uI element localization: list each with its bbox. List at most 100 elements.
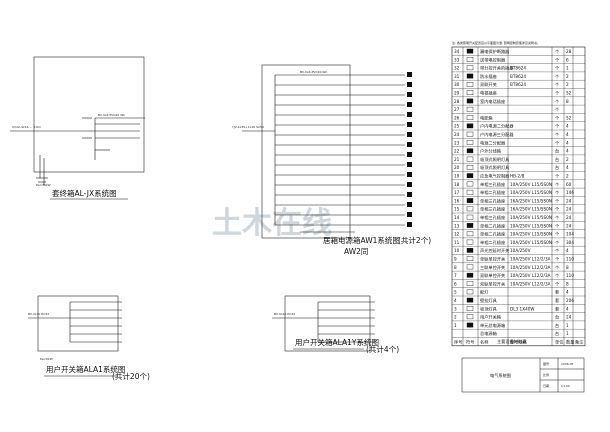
title-block bbox=[461, 357, 585, 393]
equipment-table-cell: 吸顶式照明灯具 bbox=[480, 156, 510, 163]
equipment-table-cell: 28 bbox=[454, 99, 460, 104]
equipment-table-cell: 25 bbox=[454, 124, 460, 129]
diagram-ala1y-count: (共计4个) bbox=[366, 344, 399, 354]
equipment-table-cell: 台 bbox=[555, 148, 559, 155]
equipment-table-cell: 个 bbox=[555, 265, 560, 270]
equipment-table-cell: 19 bbox=[454, 174, 460, 179]
equipment-table-header-cell: 数量 bbox=[566, 339, 574, 346]
equipment-table-cell: DL3 1X40W bbox=[510, 306, 535, 311]
equipment-table-cell: 7 bbox=[454, 273, 457, 278]
diagram-ala1 bbox=[28, 295, 122, 352]
equipment-table-cell: 套 bbox=[555, 297, 560, 304]
equipment-table-cell: 单元总电源箱 bbox=[480, 322, 505, 329]
equipment-symbol-icon bbox=[466, 48, 474, 54]
equipment-symbol-icon bbox=[466, 148, 474, 154]
equipment-symbol-icon bbox=[466, 322, 474, 328]
equipment-table-cell: 24 bbox=[566, 315, 572, 320]
equipment-table-cell: 用户开关箱 bbox=[480, 314, 501, 321]
equipment-table-cell: 1 bbox=[566, 331, 569, 336]
equipment-table-cell: 6 bbox=[454, 281, 457, 286]
equipment-table-cell: 声光控延时开关 bbox=[480, 247, 509, 254]
equipment-table-cell: 单联单控开关 bbox=[480, 256, 505, 263]
equipment-table-cell: 个 bbox=[555, 57, 560, 62]
equipment-table-cell: 户内电源二分配器 bbox=[480, 123, 514, 130]
equipment-table-cell: 电源二分配器 bbox=[480, 139, 506, 146]
equipment-table-cell: 146 bbox=[566, 190, 574, 195]
equipment-symbol-icon bbox=[466, 73, 474, 79]
equipment-table-cell: 单相二孔插座 bbox=[480, 231, 505, 238]
equipment-table-cell: 送带电控制器 bbox=[480, 56, 506, 63]
equipment-table-cell: 32 bbox=[454, 66, 460, 71]
equipment-table-cell: 29 bbox=[454, 91, 460, 96]
equipment-symbol-icon bbox=[466, 239, 474, 245]
equipment-table-cell: 防水插座 bbox=[480, 73, 497, 80]
title-block-label-0: 图号 bbox=[543, 361, 549, 366]
equipment-table-cell: 10A/250V L12/2/3A bbox=[510, 257, 551, 262]
equipment-symbol-icon bbox=[466, 181, 474, 187]
equipment-table-cell: 4 bbox=[566, 132, 569, 137]
equipment-table-cell: 31 bbox=[454, 74, 460, 79]
equipment-table-cell: 台 bbox=[555, 156, 559, 163]
equipment-table-cell: 1 bbox=[566, 323, 569, 328]
equipment-table-cell: 104 bbox=[566, 232, 574, 237]
title-block-name: 电气系统图 bbox=[490, 372, 511, 379]
equipment-symbol-icon bbox=[466, 214, 474, 220]
equipment-table-cell: BT8624 bbox=[510, 74, 526, 79]
equipment-symbol-icon bbox=[466, 65, 474, 71]
aw1-feeder-note: YJV-4x35+1x16 SC50 bbox=[232, 125, 264, 129]
equipment-symbol-icon bbox=[466, 156, 474, 162]
equipment-table-cell: 24 bbox=[566, 198, 572, 203]
diagram-aw1 bbox=[242, 64, 405, 239]
equipment-table-cell: 单相三孔插座 bbox=[480, 181, 505, 188]
equipment-table-cell: 个 bbox=[555, 140, 560, 145]
equipment-table-cell: 带分控开关的插座 bbox=[480, 65, 514, 72]
ala1y-feeder-note: BV-3x10 PC32 bbox=[274, 312, 295, 316]
equipment-symbol-icon bbox=[466, 81, 474, 87]
equipment-table-cell: 个 bbox=[555, 74, 560, 79]
equipment-table-cell: 10A/250V L15/5S0N bbox=[510, 240, 552, 245]
equipment-table-cell: 个 bbox=[555, 174, 560, 179]
equipment-symbol-icon bbox=[466, 57, 474, 62]
equipment-table-cell: 单相三孔插座 bbox=[480, 206, 505, 213]
diagram-al-jx-title: 套终箱AL-JX系统图 bbox=[52, 188, 117, 198]
equipment-table-cell: 22 bbox=[454, 149, 460, 154]
equipment-table-cell: 26 bbox=[454, 115, 460, 120]
equipment-table-cell: 双联开关 bbox=[480, 81, 497, 88]
equipment-symbol-icon bbox=[466, 140, 474, 145]
equipment-table-cell: 10A/250V L12/2/3A bbox=[510, 273, 551, 278]
equipment-table-header-cell: 型号规格 bbox=[510, 339, 528, 346]
equipment-symbol-icon bbox=[466, 131, 474, 137]
equipment-table-cell: 个 bbox=[555, 198, 560, 203]
equipment-table-cell: 17 bbox=[454, 190, 460, 195]
equipment-table-cell: 电视插座 bbox=[480, 90, 497, 97]
equipment-table-cell: 16 bbox=[454, 198, 460, 203]
equipment-table-cell: 双联单控开关 bbox=[480, 272, 505, 279]
equipment-table-cell: 1 bbox=[454, 323, 457, 328]
equipment-table-cell: 15 bbox=[454, 207, 460, 212]
equipment-table-cell: 10A/250V L12/2/3A bbox=[510, 265, 551, 270]
equipment-symbol-icon bbox=[466, 123, 474, 129]
equipment-table-cell: 4 bbox=[566, 124, 569, 129]
al-jx-feeder-note: VV22-4x16 ... 3.0m bbox=[12, 125, 41, 129]
equipment-table-cell: 110 bbox=[566, 273, 574, 278]
equipment-table-cell: BT8624 bbox=[510, 82, 526, 87]
diagram-aw1-count: (共计2个) bbox=[398, 235, 431, 245]
equipment-table-cell: 2 bbox=[566, 174, 569, 179]
equipment-table-cell: 户外分线箱 bbox=[480, 148, 501, 155]
equipment-table-cell: 4 bbox=[566, 140, 569, 145]
equipment-table-cell: 个 bbox=[555, 99, 560, 104]
equipment-table-cell: 室内电话插座 bbox=[480, 98, 505, 105]
equipment-table-cell: 个 bbox=[555, 107, 560, 112]
equipment-table-cell: 配灯 bbox=[480, 289, 489, 296]
equipment-table-cell: 16A/250V L15/5S0N bbox=[510, 198, 552, 203]
title-block-value-0: 2006.05 bbox=[561, 362, 573, 366]
equipment-table-cell: 套 bbox=[555, 289, 560, 296]
equipment-table-cell: 10A/250V L12/2/3A bbox=[510, 281, 551, 286]
equipment-symbol-icon bbox=[466, 306, 474, 311]
equipment-symbol-icon bbox=[466, 247, 474, 253]
equipment-table-cell: 8 bbox=[566, 99, 569, 104]
equipment-table-cell: 壁挂灯具 bbox=[480, 297, 498, 304]
equipment-table-cell: 24 bbox=[566, 223, 572, 228]
diagram-ala1y bbox=[272, 295, 375, 352]
